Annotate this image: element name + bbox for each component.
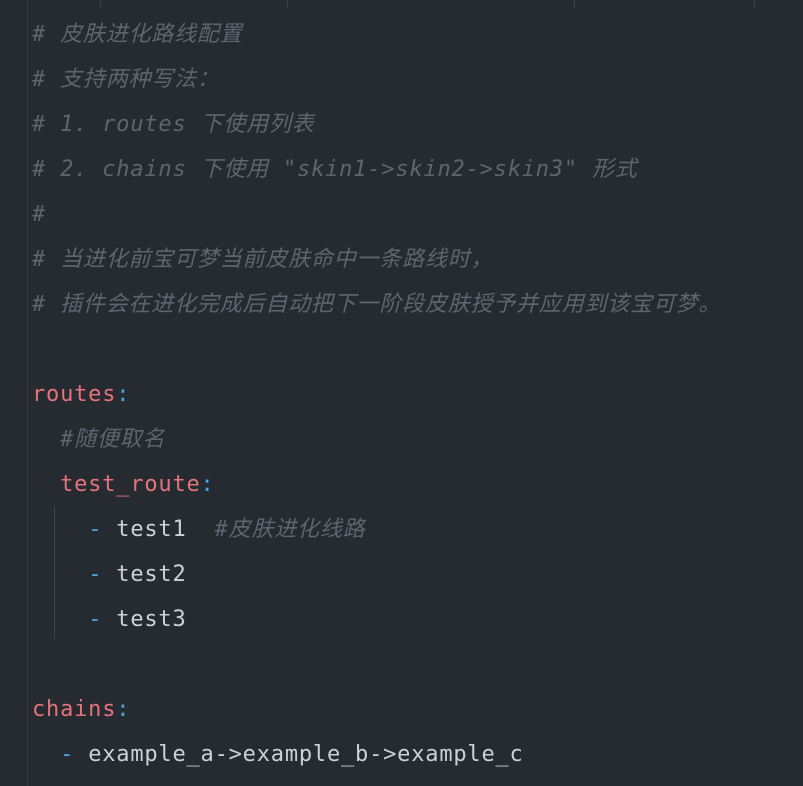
routes-key: routes <box>32 382 117 407</box>
colon: : <box>116 697 131 722</box>
chain-item-value: example_a->example_b->example_c <box>88 742 524 767</box>
chains-key: chains <box>32 697 117 722</box>
route-item-line: - test2 <box>32 552 721 597</box>
list-dash: - <box>88 562 103 587</box>
comment-line: # 插件会在进化完成后自动把下一阶段皮肤授予并应用到该宝可梦。 <box>32 292 722 317</box>
route-item-line: - test1 #皮肤进化线路 <box>32 507 721 552</box>
route-name-key: test_route <box>60 472 201 497</box>
list-dash: - <box>88 517 103 542</box>
chains-line: chains: <box>32 687 721 732</box>
colon: : <box>116 382 131 407</box>
indent-guide <box>54 506 55 639</box>
top-ruler <box>0 0 803 8</box>
route-item-value: test3 <box>116 607 187 632</box>
route-name-line: test_route: <box>32 462 721 507</box>
gutter-divider <box>27 0 28 786</box>
list-dash: - <box>88 607 103 632</box>
routes-comment-line: #随便取名 <box>32 417 721 462</box>
route-item-value: test1 <box>116 517 187 542</box>
route-item-value: test2 <box>116 562 187 587</box>
comment-line: # 皮肤进化路线配置 <box>32 22 243 47</box>
chain-item-line: - example_a->example_b->example_c <box>32 732 721 777</box>
code-content[interactable]: # 皮肤进化路线配置 # 支持两种写法： # 1. routes 下使用列表 #… <box>32 12 721 777</box>
comment-line: # <box>32 202 47 227</box>
colon: : <box>200 472 215 497</box>
ruler-tick <box>754 0 755 8</box>
route-item-line: - test3 <box>32 597 721 642</box>
blank-line <box>32 327 721 372</box>
routes-comment: #随便取名 <box>60 427 166 452</box>
comment-line: # 2. chains 下使用 "skin1->skin2->skin3" 形式 <box>32 157 638 182</box>
blank-line <box>32 642 721 687</box>
ruler-tick <box>287 0 288 8</box>
routes-line: routes: <box>32 372 721 417</box>
comment-line: # 当进化前宝可梦当前皮肤命中一条路线时， <box>32 247 494 272</box>
comment-line: # 支持两种写法： <box>32 67 220 92</box>
list-dash: - <box>60 742 75 767</box>
ruler-tick <box>100 0 101 8</box>
ruler-tick <box>574 0 575 8</box>
route-item-comment: #皮肤进化线路 <box>214 517 366 542</box>
comment-line: # 1. routes 下使用列表 <box>32 112 315 137</box>
